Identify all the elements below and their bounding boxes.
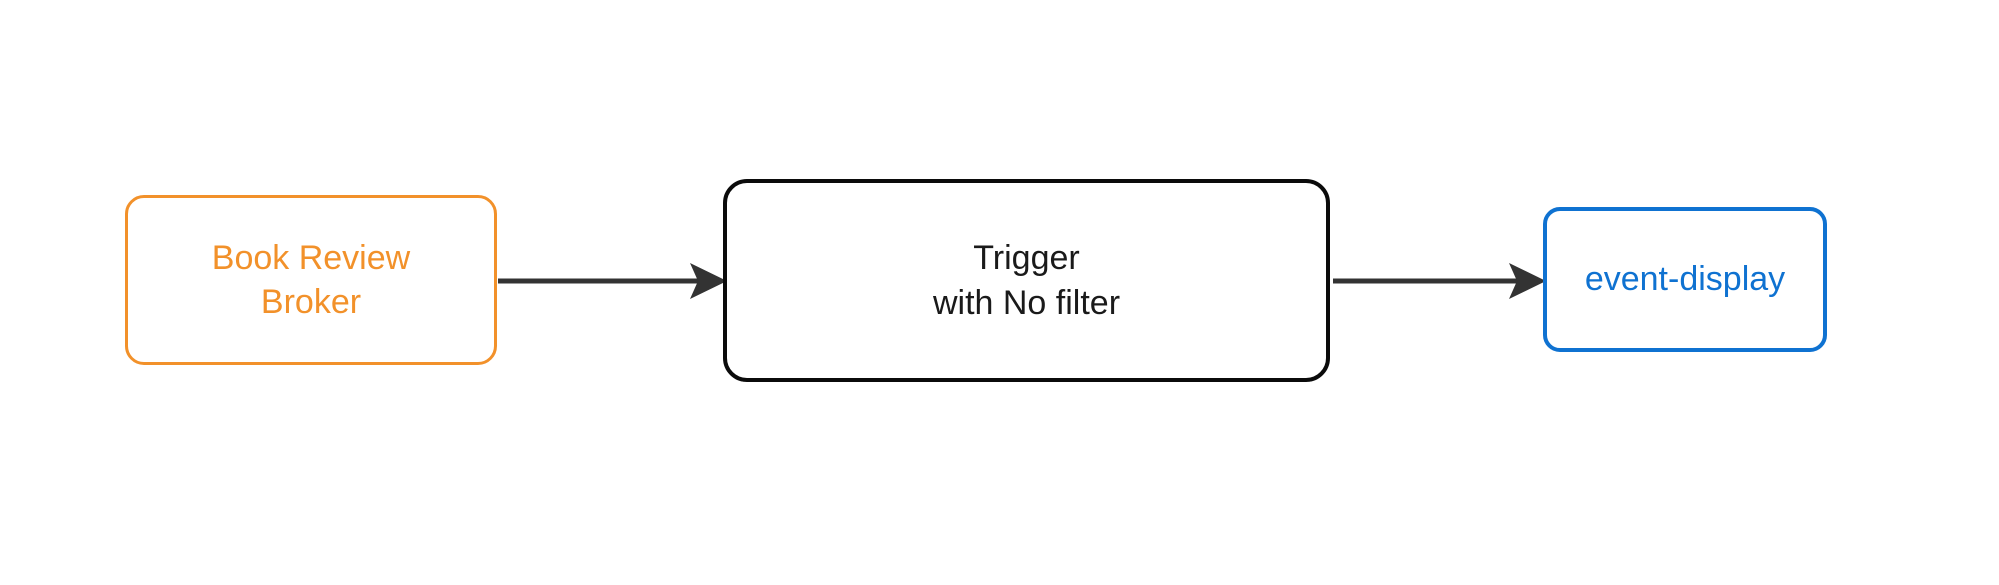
node-event-display[interactable]: event-display [1543, 207, 1827, 352]
edge-broker-to-trigger [498, 263, 727, 299]
node-trigger[interactable]: Trigger with No filter [723, 179, 1330, 382]
node-label-event-display: event-display [1584, 260, 1786, 299]
arrowhead-icon [690, 263, 727, 299]
node-label-trigger: Trigger with No filter [932, 239, 1121, 322]
edge-trigger-to-event-display [1333, 263, 1546, 299]
arrowhead-icon [1509, 263, 1546, 299]
node-book-review-broker[interactable]: Book Review Broker [125, 195, 497, 365]
node-label-book-review-broker: Book Review Broker [211, 238, 411, 321]
